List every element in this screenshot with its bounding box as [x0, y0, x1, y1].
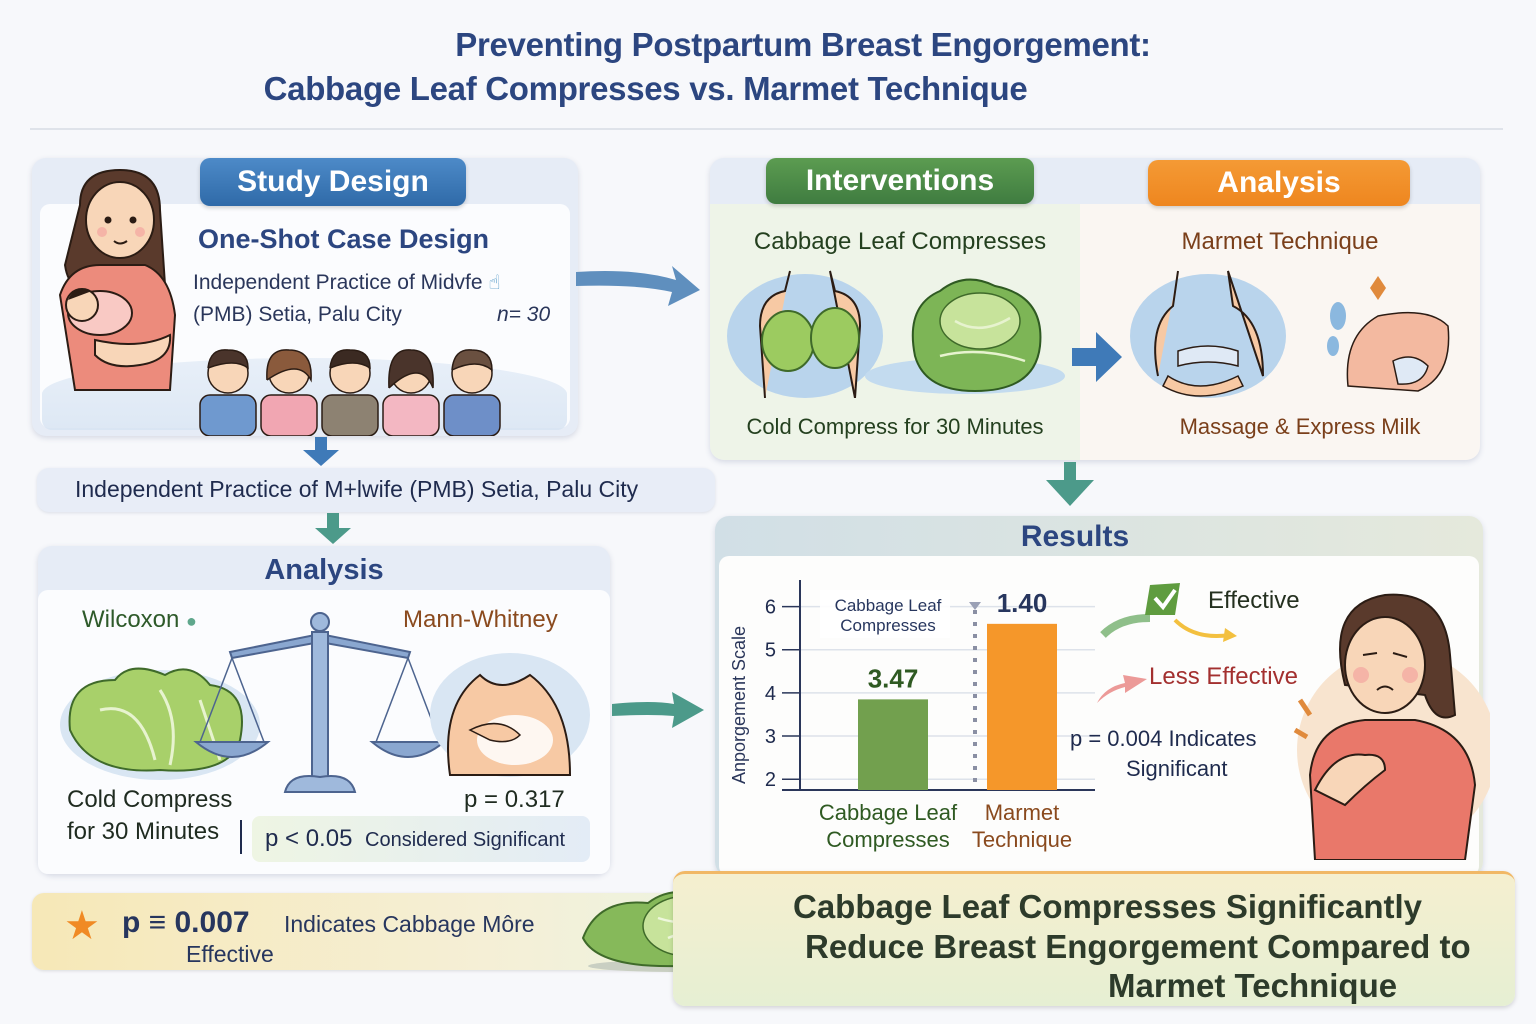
key-finding-text2: Effective	[186, 941, 274, 967]
effective-label: Effective	[1208, 587, 1300, 614]
bar-data-label: 1.40	[997, 588, 1048, 618]
flow-arrow-stem	[327, 513, 339, 529]
star-icon: ★	[64, 904, 100, 948]
marmet-technique-illustration	[1130, 270, 1450, 398]
participants-group-illustration	[199, 349, 501, 436]
x-category-label: Technique	[972, 827, 1072, 852]
marmet-intervention-caption: Massage & Express Milk	[1179, 414, 1421, 439]
results-significance: Significant	[1126, 756, 1228, 781]
y-tick-label: 2	[765, 769, 776, 791]
cabbage-compress-illustration	[727, 270, 1065, 398]
mann-whitney-p-value: p = 0.317	[464, 786, 565, 813]
title-divider	[30, 128, 1503, 130]
hand-icon: ☝	[488, 272, 501, 294]
bar-cabbage	[858, 699, 928, 790]
balance-scale-icon	[193, 612, 447, 793]
less-effective-label: Less Effective	[1149, 663, 1298, 690]
wilcoxon-label: Wilcoxon ●	[82, 606, 197, 634]
y-axis-label: Anporgement Scale	[729, 626, 749, 784]
cabbage-intervention-title: Cabbage Leaf Compresses	[753, 228, 1047, 255]
x-category-label: Cabbage Leaf	[819, 800, 958, 825]
study-location-line1: Independent Practice of Midvfe ☝	[193, 270, 501, 295]
legend-background	[820, 590, 950, 638]
flow-arrow-right-icon	[1072, 332, 1122, 382]
analysis-header-right: Analysis	[1148, 160, 1410, 206]
flow-arrow-stem	[315, 437, 327, 451]
check-badge-icon	[1100, 583, 1237, 642]
location-bar-text: Independent Practice of M+lwife (PMB) Se…	[75, 476, 639, 502]
legend-label: Cabbage Leaf	[835, 596, 942, 615]
y-tick-label: 6	[765, 597, 776, 619]
flow-arrow-down-icon	[1046, 480, 1094, 506]
x-category-label: Marmet	[985, 800, 1060, 825]
key-finding-bar: ★ p ≡ 0.007 Indicates Cabbage Môre Effec…	[32, 893, 682, 970]
page-title-line2: Cabbage Leaf Compresses vs. Marmet Techn…	[263, 70, 1028, 107]
key-finding-text: Indicates Cabbage Môre	[284, 911, 535, 937]
y-tick-label: 5	[765, 640, 776, 662]
bar-marmet	[987, 623, 1057, 790]
study-design-header: Study Design	[200, 158, 466, 206]
wilcoxon-text: Wilcoxon	[82, 606, 180, 633]
y-tick-label: 3	[765, 726, 776, 748]
cold-compress-line1: Cold Compress	[67, 786, 233, 813]
mann-whitney-label: Mann-Whitney	[403, 606, 558, 633]
significance-threshold: p < 0.05	[265, 825, 353, 852]
sample-size: n= 30	[497, 303, 551, 326]
flow-arrow-down-icon	[303, 450, 339, 466]
conclusion-line3: Marmet Technique	[1108, 967, 1398, 1004]
analysis-header: Analysis	[264, 554, 384, 586]
bar-data-label: 3.47	[868, 663, 919, 693]
flow-arrow-curved-icon	[576, 266, 700, 306]
mother-with-baby-illustration	[58, 168, 177, 391]
study-location-text: Independent Practice of Midvfe	[193, 271, 483, 294]
interventions-header: Interventions	[766, 158, 1034, 204]
results-header: Results	[1020, 520, 1130, 553]
conclusion-line1: Cabbage Leaf Compresses Significantly	[793, 888, 1423, 925]
drop-icon: ●	[186, 611, 197, 631]
flow-arrow-stem	[1064, 462, 1076, 482]
divider-marker-icon	[969, 602, 981, 610]
x-category-label: Compresses	[826, 827, 949, 852]
flow-arrow-right-icon	[612, 692, 704, 728]
significance-label: Considered Significant	[365, 829, 566, 851]
woman-in-pain-illustration	[1293, 593, 1490, 860]
cabbage-intervention-caption: Cold Compress for 30 Minutes	[746, 414, 1044, 439]
conclusion-line2: Reduce Breast Engorgement Compared to	[805, 928, 1471, 965]
cold-compress-line2: for 30 Minutes	[67, 818, 220, 845]
results-p-value: p = 0.004 Indicates	[1070, 726, 1257, 751]
key-finding-p-value: p ≡ 0.007	[122, 906, 250, 939]
conclusion-bar: Cabbage Leaf Compresses Significantly Re…	[673, 871, 1515, 1006]
legend-label: Compresses	[840, 616, 935, 635]
marmet-intervention-title: Marmet Technique	[1181, 228, 1379, 255]
study-location-line2: (PMB) Setia, Palu City	[193, 303, 402, 326]
breast-massage-illustration	[430, 653, 590, 777]
page-title-line1: Preventing Postpartum Breast Engorgement…	[455, 26, 1151, 63]
study-design-type: One-Shot Case Design	[198, 224, 490, 254]
location-bar: Independent Practice of M+lwife (PMB) Se…	[37, 468, 715, 512]
significance-box: p < 0.05 Considered Significant	[240, 816, 590, 862]
y-tick-label: 4	[765, 683, 776, 705]
significance-divider	[240, 820, 242, 854]
flow-arrow-down-icon	[315, 528, 351, 544]
less-effective-arrow-icon	[1097, 675, 1147, 703]
